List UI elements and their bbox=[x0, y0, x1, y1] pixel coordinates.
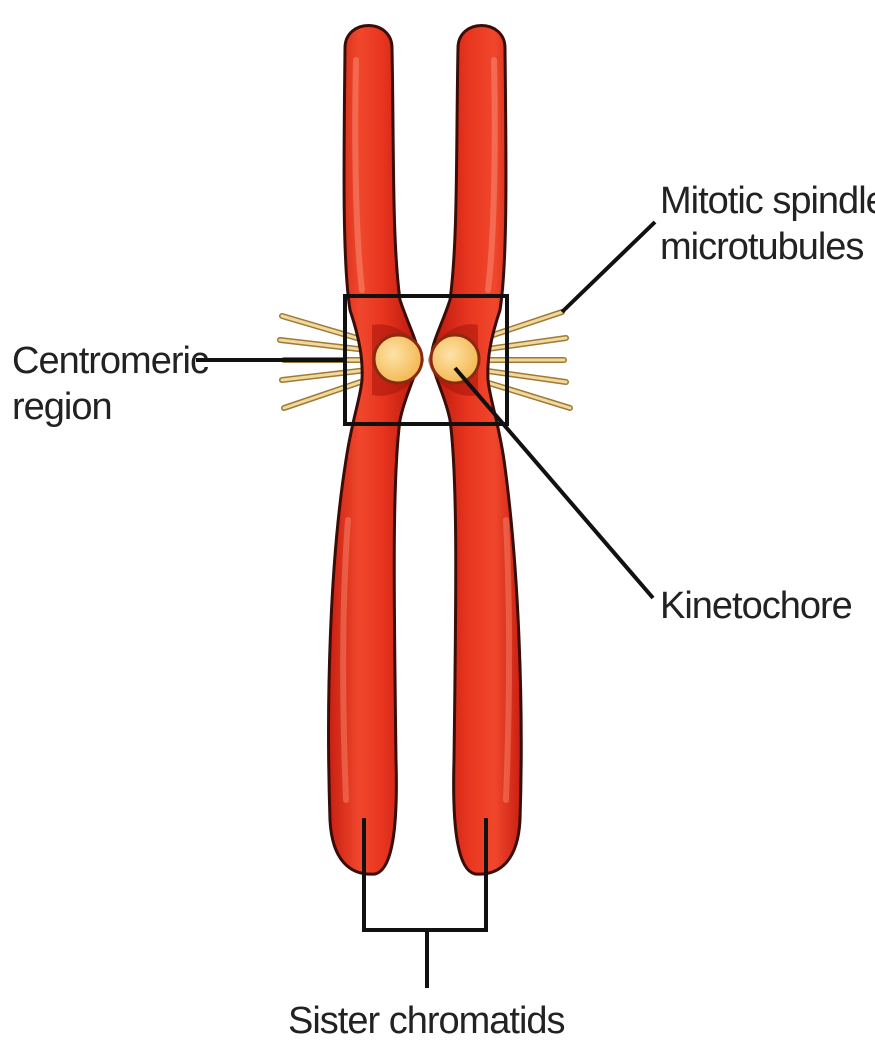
kinetochore-left bbox=[374, 335, 422, 383]
kinetochore-right bbox=[431, 335, 479, 383]
sister-chromatids-label: Sister chromatids bbox=[288, 998, 565, 1044]
centromeric-region-label-line1: Centromeric bbox=[12, 338, 208, 384]
spindle-leader-line bbox=[562, 222, 655, 312]
kinetochore-label: Kinetochore bbox=[660, 583, 852, 629]
centromeric-region-label: Centromeric region bbox=[12, 338, 208, 430]
centromeric-region-label-line2: region bbox=[12, 384, 208, 430]
sister-chromatids-label-text: Sister chromatids bbox=[288, 1000, 565, 1042]
mitotic-spindle-label: Mitotic spindle microtubules bbox=[660, 178, 875, 270]
kinetochore-label-text: Kinetochore bbox=[660, 585, 852, 627]
mitotic-spindle-label-line1: Mitotic spindle bbox=[660, 178, 875, 224]
mitotic-spindle-label-line2: microtubules bbox=[660, 224, 875, 270]
